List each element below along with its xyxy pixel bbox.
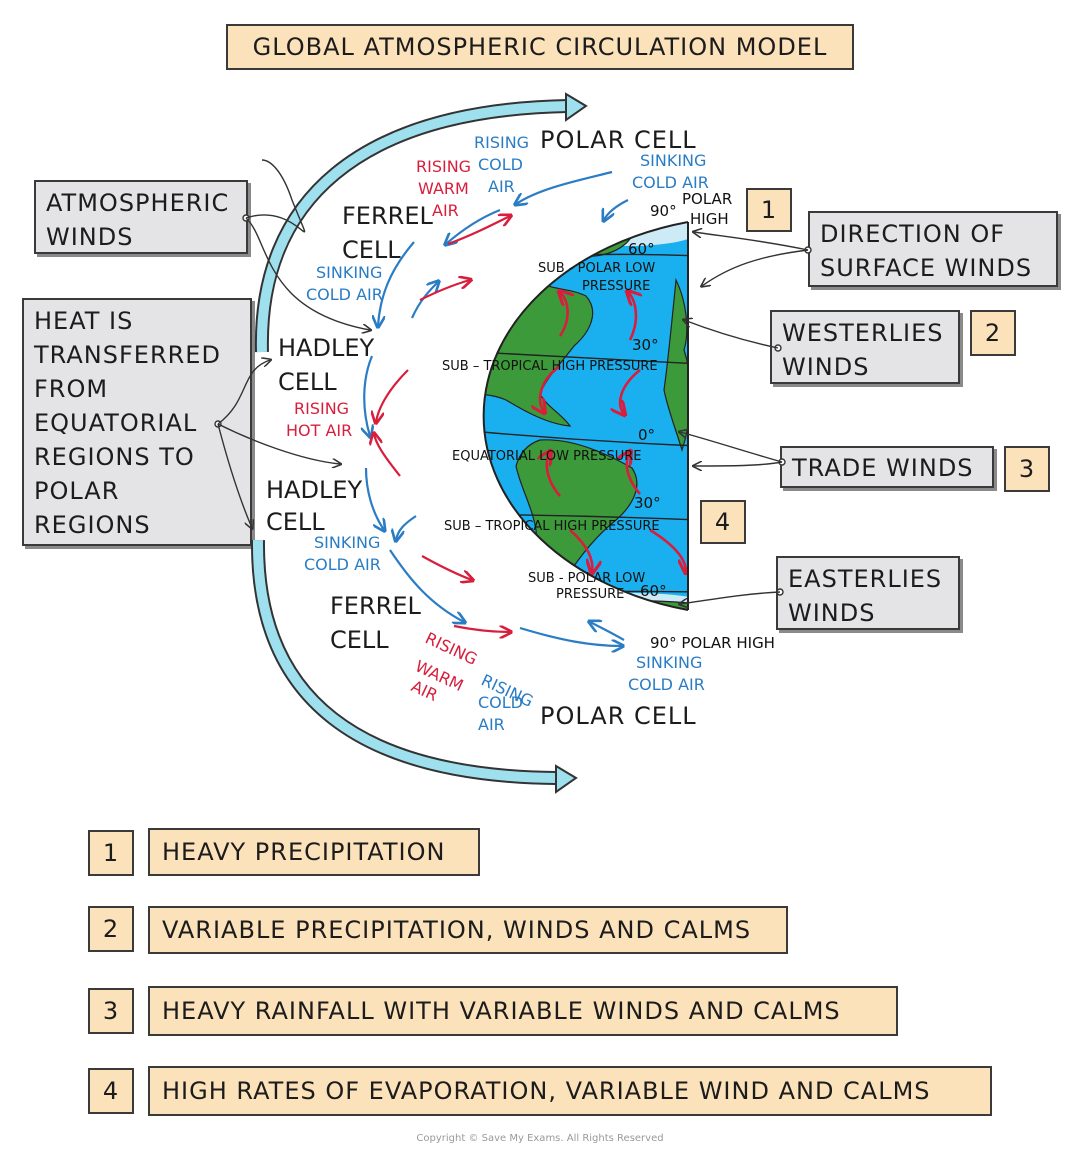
heat-transfer-line-6: POLAR [34, 477, 120, 505]
marker-4: 4 [700, 500, 746, 544]
heat-transfer-label: HEAT IS TRANSFERRED FROM EQUATORIAL REGI… [22, 298, 252, 546]
atmospheric-winds-line-1: ATMOSPHERIC [46, 189, 230, 217]
atmospheric-winds-label: ATMOSPHERIC WINDS [34, 180, 248, 254]
westerlies-line-1: WESTERLIES [782, 319, 944, 347]
subtropical-top-label: SUB – TROPICAL HIGH PRESSURE [442, 359, 658, 374]
heat-transfer-line-1: HEAT IS [34, 307, 134, 335]
key-number-3: 3 [88, 988, 134, 1034]
rising-hot-line-1: RISING [294, 399, 349, 418]
hadley-cell-bottom-line-2: CELL [266, 508, 325, 536]
equatorial-label: EQUATORIAL LOW PRESSURE [452, 449, 642, 464]
marker-3: 3 [1004, 446, 1050, 492]
rising-cold-bottom-line-3: AIR [478, 715, 505, 734]
key-number-1: 1 [88, 830, 134, 876]
polar-high-top-line-2: HIGH [690, 210, 729, 228]
easterlies-line-2: WINDS [788, 599, 876, 627]
key-text-2: VARIABLE PRECIPITATION, WINDS AND CALMS [148, 906, 788, 954]
rising-warm-top-line-3: AIR [432, 201, 459, 220]
rising-warm-top-line-2: WARM [418, 179, 469, 198]
key-text-3: HEAVY RAINFALL WITH VARIABLE WINDS AND C… [148, 986, 898, 1036]
heat-transfer-arrow-bottom [250, 539, 578, 794]
atmospheric-winds-line-2: WINDS [46, 223, 134, 251]
lat-30-bottom: 30° [634, 494, 661, 512]
surface-winds-line-2: SURFACE WINDS [820, 254, 1033, 282]
polar-cell-bottom-label: POLAR CELL [540, 702, 697, 730]
westerlies-label: WESTERLIES WINDS [770, 310, 960, 384]
subpolar-top-line-2: PRESSURE [582, 279, 650, 294]
polar-high-bottom: 90° POLAR HIGH [650, 634, 775, 652]
marker-1: 1 [746, 188, 792, 232]
key-number-4: 4 [88, 1068, 134, 1114]
surface-winds-label: DIRECTION OF SURFACE WINDS [808, 211, 1058, 287]
sinking-cold-hadley-bottom-line-1: SINKING [314, 533, 380, 552]
hadley-cell-top-line-1: HADLEY [278, 334, 374, 362]
rising-hot-line-2: HOT AIR [286, 421, 352, 440]
heat-transfer-line-3: FROM [34, 375, 109, 403]
sinking-cold-polar-bottom-line-2: COLD AIR [628, 675, 705, 694]
sinking-cold-ferrel-top-line-1: SINKING [316, 263, 382, 282]
surface-winds-line-1: DIRECTION OF [820, 220, 1006, 248]
lat-90-top: 90° [650, 202, 677, 220]
ferrel-cell-top-line-1: FERREL [342, 202, 433, 230]
subpolar-bottom-line-2: PRESSURE [556, 587, 624, 602]
rising-cold-top-line-2: COLD [478, 155, 523, 174]
key-text-1: HEAVY PRECIPITATION [148, 828, 480, 876]
westerlies-line-2: WINDS [782, 353, 870, 381]
easterlies-line-1: EASTERLIES [788, 565, 943, 593]
polar-cell-top-label: POLAR CELL [540, 126, 697, 154]
sinking-cold-polar-top-line-2: COLD AIR [632, 173, 709, 192]
subtropical-bottom-label: SUB – TROPICAL HIGH PRESSURE [444, 519, 660, 534]
key-number-2: 2 [88, 906, 134, 952]
diagram-title: GLOBAL ATMOSPHERIC CIRCULATION MODEL [226, 24, 854, 70]
lat-60-bottom: 60° [640, 582, 667, 600]
copyright-notice: Copyright © Save My Exams. All Rights Re… [416, 1133, 664, 1144]
marker-2: 2 [970, 310, 1016, 356]
heat-transfer-line-5: REGIONS TO [34, 443, 195, 471]
rising-cold-top-line-3: AIR [488, 177, 515, 196]
hadley-cell-top-line-2: CELL [278, 368, 337, 396]
rising-warm-top-line-1: RISING [416, 157, 471, 176]
subpolar-top-line-1: SUB - POLAR LOW [538, 261, 655, 276]
rising-cold-top-line-1: RISING [474, 133, 529, 152]
heat-transfer-arrow-top [254, 92, 588, 353]
ferrel-cell-top-line-2: CELL [342, 236, 401, 264]
ferrel-cell-bottom-line-2: CELL [330, 626, 389, 654]
lat-0: 0° [638, 426, 655, 444]
lat-30-top: 30° [632, 336, 659, 354]
heat-transfer-line-2: TRANSFERRED [34, 341, 221, 369]
key-text-4: HIGH RATES OF EVAPORATION, VARIABLE WIND… [148, 1066, 992, 1116]
polar-high-top-line-1: POLAR [682, 190, 732, 208]
sinking-cold-polar-top-line-1: SINKING [640, 151, 706, 170]
sinking-cold-polar-bottom-line-1: SINKING [636, 653, 702, 672]
subpolar-bottom-line-1: SUB - POLAR LOW [528, 571, 645, 586]
heat-transfer-line-7: REGIONS [34, 511, 151, 539]
easterlies-label: EASTERLIES WINDS [776, 556, 960, 630]
antarctica-land [539, 600, 688, 610]
hadley-cell-bottom-line-1: HADLEY [266, 476, 362, 504]
trade-winds-label: TRADE WINDS [780, 446, 994, 488]
sinking-cold-ferrel-top-line-2: COLD AIR [306, 285, 383, 304]
heat-transfer-line-4: EQUATORIAL [34, 409, 198, 437]
lat-60-top: 60° [628, 240, 655, 258]
rising-cold-bottom-line-2: COLD [478, 693, 523, 712]
ferrel-cell-bottom-line-1: FERREL [330, 592, 421, 620]
sinking-cold-hadley-bottom-line-2: COLD AIR [304, 555, 381, 574]
